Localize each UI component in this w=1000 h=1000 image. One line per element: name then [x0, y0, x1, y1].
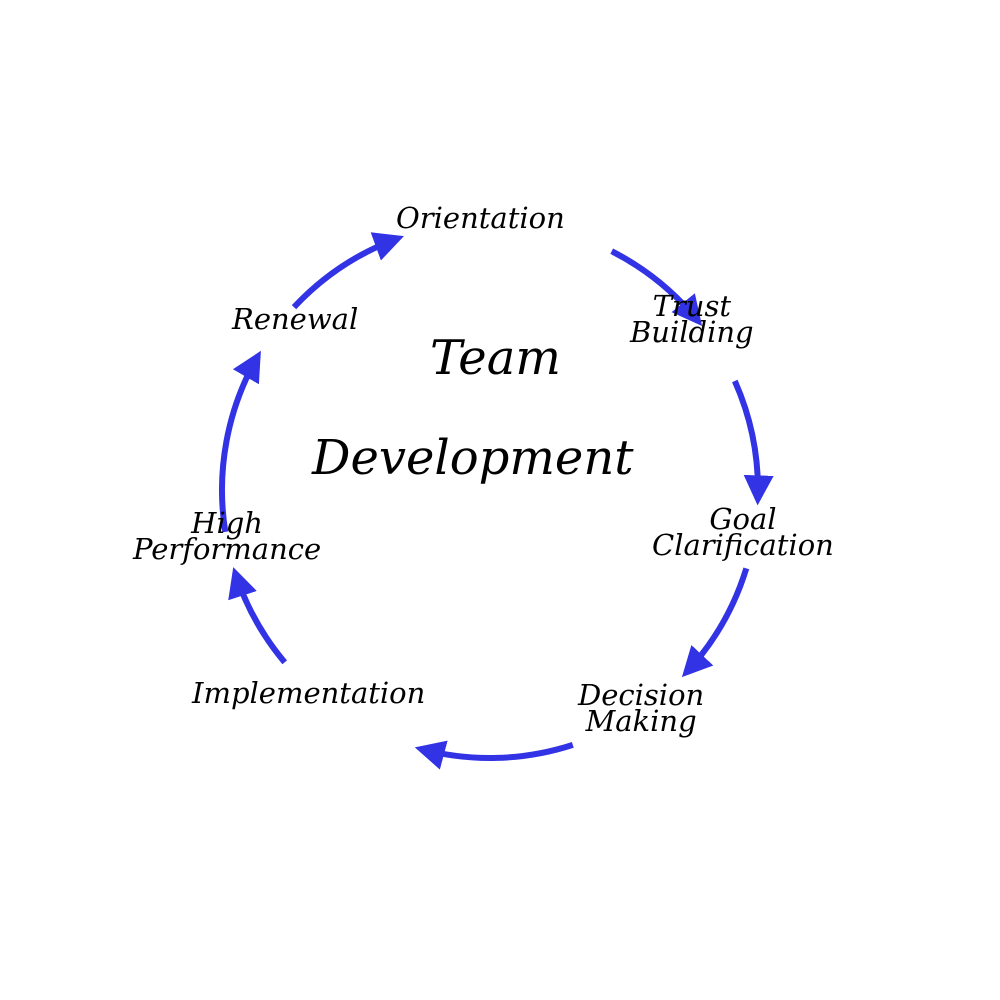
arrow-decision-to-implementation: [414, 740, 574, 770]
step-trust-building: Trust Building: [630, 289, 754, 349]
step-renewal-line1: Renewal: [232, 302, 359, 336]
step-high-performance: High Performance: [133, 506, 322, 566]
step-goal-clarification-line2: Clarification: [652, 528, 834, 562]
title-team: Team: [430, 330, 561, 386]
step-goal-clarification: Goal Clarification: [652, 502, 834, 562]
arrow-renewal-to-orientation: [291, 232, 404, 310]
step-high-performance-line2: Performance: [133, 532, 322, 566]
step-decision-making: Decision Making: [578, 678, 705, 738]
arrow-performance-to-renewal: [219, 350, 261, 533]
stock-id: 373683502: [0, 752, 3, 854]
arrow-orientation-to-trust: [610, 248, 703, 326]
step-orientation: Orientation: [396, 201, 565, 235]
title-development: Development: [312, 430, 634, 486]
step-trust-building-line2: Building: [630, 315, 754, 349]
step-renewal: Renewal: [232, 302, 359, 336]
step-implementation-line1: Implementation: [192, 676, 426, 710]
step-orientation-line1: Orientation: [396, 201, 565, 235]
step-decision-making-line1: Decision: [578, 678, 705, 712]
step-goal-clarification-line1: Goal: [709, 502, 777, 536]
step-implementation: Implementation: [192, 676, 426, 710]
arrow-goal-to-decision: [681, 567, 750, 678]
step-decision-making-line2: Making: [585, 704, 697, 738]
arrow-trust-to-goal: [732, 379, 774, 506]
step-trust-building-line1: Trust: [652, 289, 732, 323]
arrow-implementation-to-performance: [228, 567, 287, 665]
step-high-performance-line1: High: [191, 506, 263, 540]
